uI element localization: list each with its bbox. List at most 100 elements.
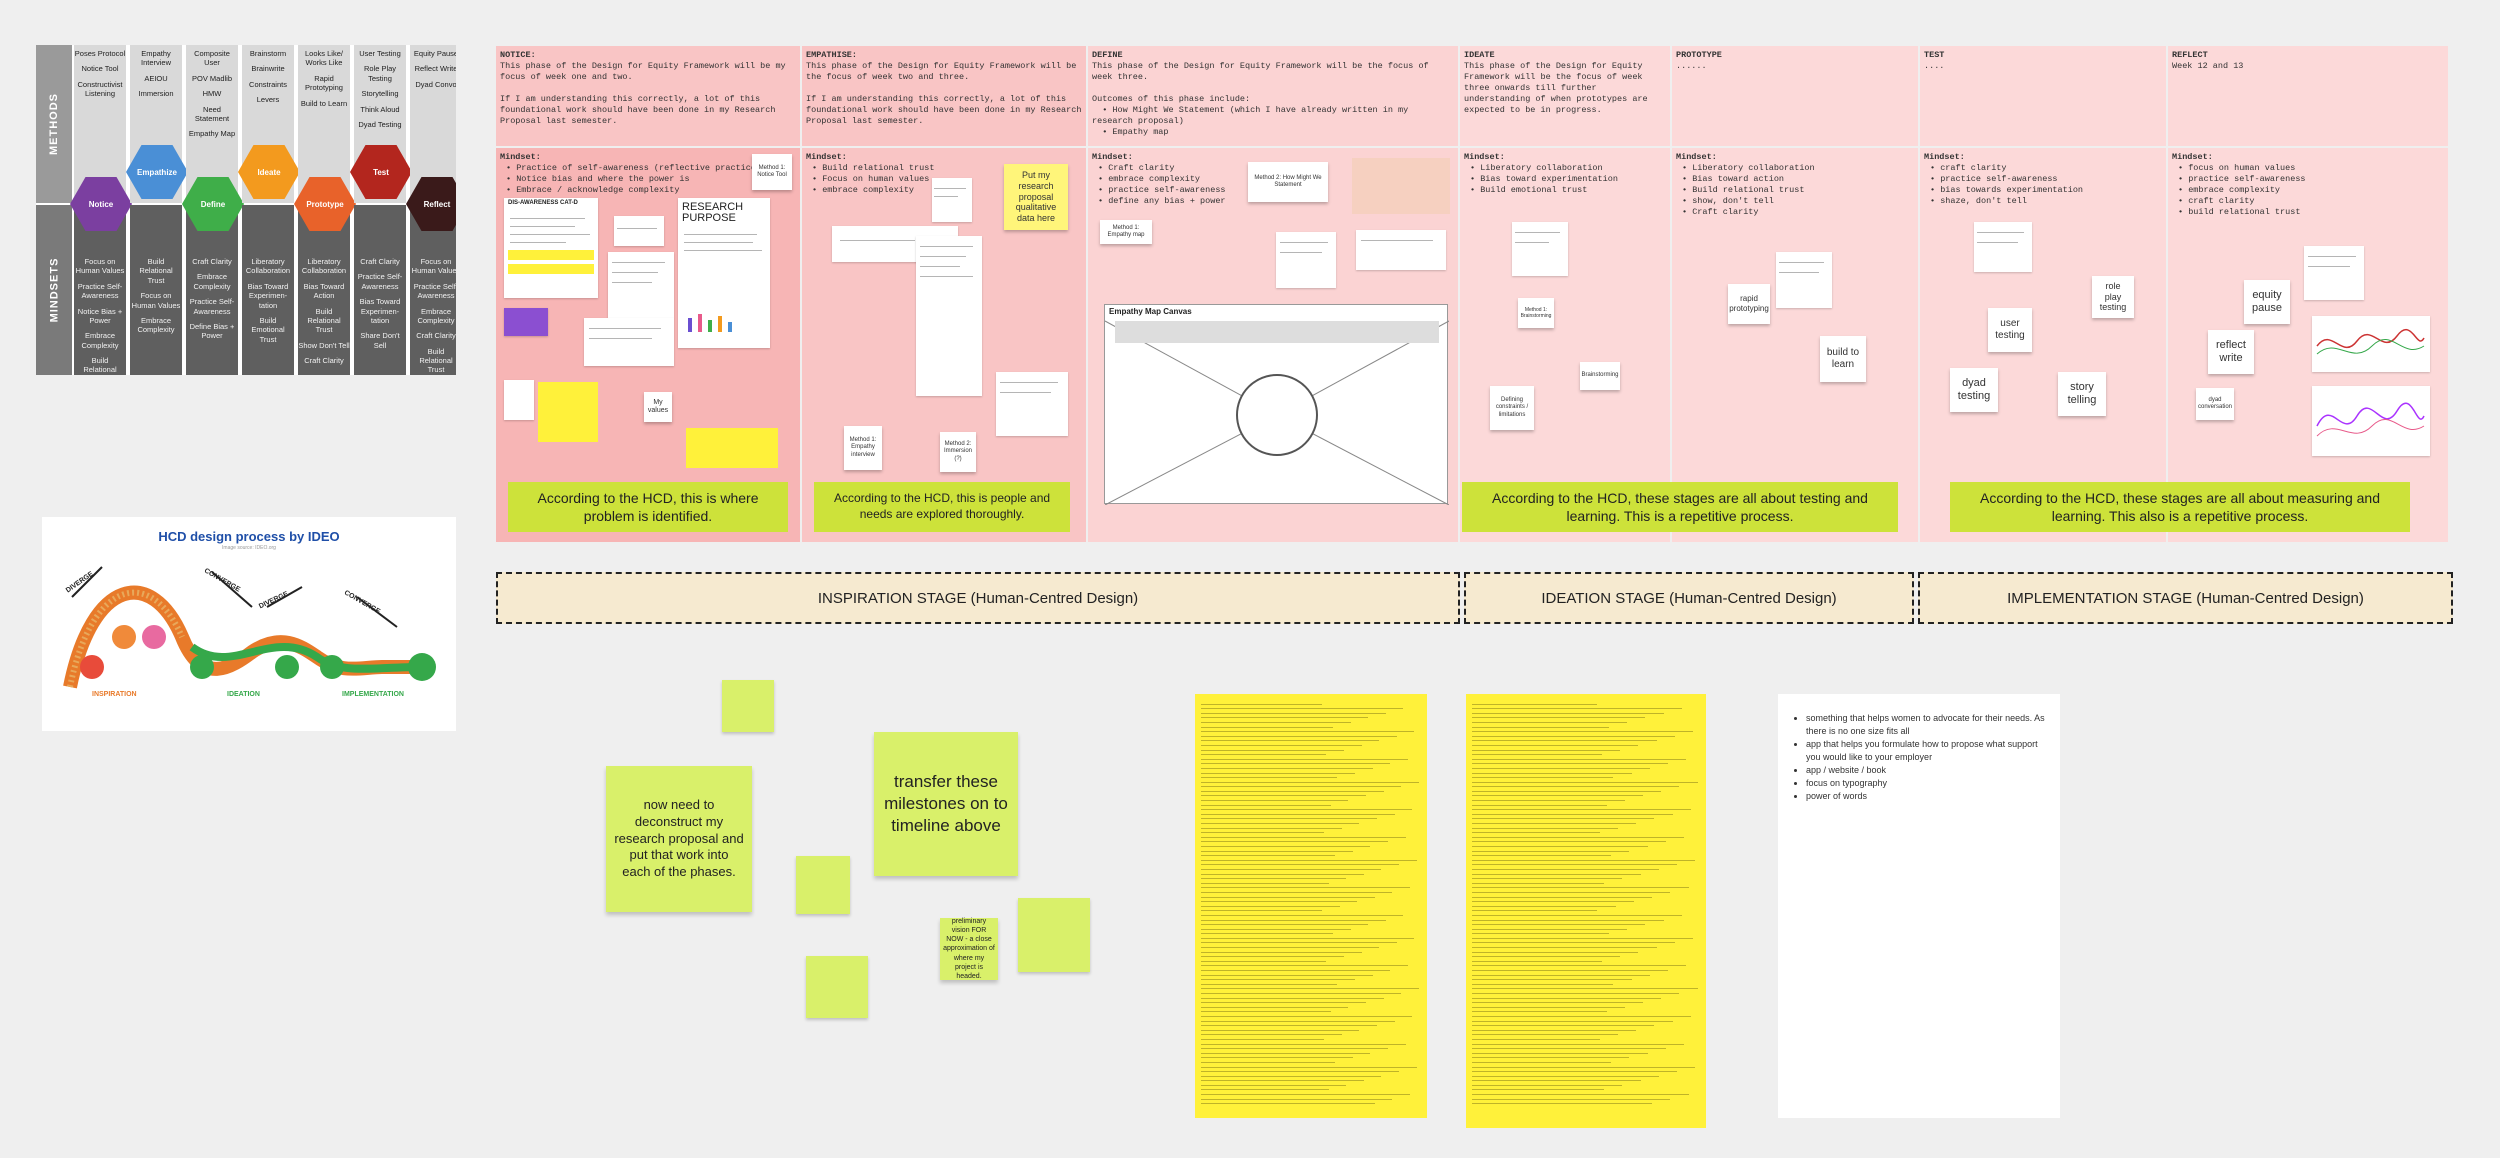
method-item: Brainwrite (251, 64, 285, 74)
sticky-rapid-prototyping[interactable]: rapid prototyping (1728, 284, 1770, 324)
sticky-dyad-conversation[interactable]: dyad conversation (2196, 388, 2234, 420)
sticky-my-values[interactable]: My values (644, 392, 672, 422)
ideo-hcd-image[interactable]: HCD design process by IDEO Image source:… (42, 517, 456, 731)
sticky-now-need[interactable]: now need to deconstruct my research prop… (606, 766, 752, 912)
note-ideate-prototype-hcd[interactable]: According to the HCD, these stages are a… (1462, 482, 1898, 532)
sticky-defining-constraints[interactable]: Defining constraints / limitations (1490, 386, 1534, 430)
sticky-method1-empathy-map[interactable]: Method 1: Empathy map (1100, 220, 1152, 244)
doc-transparency[interactable] (614, 216, 664, 246)
stage-ideation[interactable]: IDEATION STAGE (Human-Centred Design) (1464, 572, 1914, 624)
sticky-user-testing[interactable]: user testing (1988, 308, 2032, 352)
sticky-story-telling[interactable]: story telling (2058, 372, 2106, 416)
column-ideate: IDEATE This phase of the Design for Equi… (1460, 46, 1670, 542)
sticky-small-green-3[interactable] (806, 956, 868, 1018)
sticky-brainstorming[interactable]: Brainstorming (1580, 362, 1620, 390)
sticky-build-to-learn[interactable]: build to learn (1820, 336, 1866, 382)
doc-reflect-1[interactable] (2304, 246, 2364, 300)
doc-reflect-scribble-2[interactable] (2312, 386, 2430, 456)
sticky-small-green-2[interactable] (796, 856, 850, 914)
doc-vision-notes[interactable]: something that helps women to advocate f… (1778, 694, 2060, 1118)
mindset-item: Define Bias + Power (189, 321, 235, 341)
sticky-dyad-testing[interactable]: dyad testing (1950, 368, 1998, 412)
mindset-item: Build Relational Trust (419, 346, 453, 375)
sticky-preliminary[interactable]: preliminary vision FOR NOW - a close app… (940, 918, 998, 980)
doc-reflect-scribble-1[interactable] (2312, 316, 2430, 372)
doc-ideate-1[interactable] (1512, 222, 1568, 276)
sticky-put-research[interactable]: Put my research proposal qualitative dat… (1004, 164, 1068, 230)
doc-yellow-1[interactable] (538, 382, 598, 442)
sticky-method1-empathy[interactable]: Method 1: Empathy interview (844, 426, 882, 470)
method-item: Reflect Write (414, 64, 456, 74)
notice-mindset-list: Practice of self-awareness (reflective p… (500, 163, 796, 196)
method-item: Dyad Convo (415, 79, 456, 89)
mindset-item: Focus on Human Values (131, 291, 181, 310)
method-item: HMW (202, 89, 222, 99)
mindset-item: Show Don't Tell (298, 340, 350, 350)
mindset-item: Focus on Human Values (75, 257, 125, 276)
mindset-item: Craft Clarity (192, 257, 232, 266)
doc-awareness[interactable]: DIS-AWARENESS CAT-D (504, 198, 598, 298)
mindset-item: Liberatory Collaboration (301, 257, 347, 276)
sticky-small-green-4[interactable] (1018, 898, 1090, 972)
method-item: User Testing (359, 49, 401, 58)
ideate-title: IDEATE (1464, 50, 1495, 60)
sticky-reflect-write[interactable]: reflect write (2208, 330, 2254, 374)
mindset-item: Build Relational Trust (139, 257, 173, 285)
doc-empathise-1[interactable] (932, 178, 972, 222)
phase-hex-notice: Notice (70, 177, 132, 231)
notice-mindset-title: Mindset: (500, 152, 541, 162)
sticky-role-play-testing[interactable]: role play testing (2092, 276, 2134, 318)
phase-board: NOTICE: This phase of the Design for Equ… (496, 46, 2448, 542)
doc-define-2[interactable] (1356, 230, 1446, 270)
sticky-small-green-1[interactable] (722, 680, 774, 732)
empathise-title: EMPATHISE: (806, 50, 858, 60)
doc-empathise-3[interactable] (916, 236, 982, 396)
doc-test-1[interactable] (1974, 222, 2032, 272)
empathy-map-canvas[interactable]: Empathy Map Canvas (1104, 304, 1449, 505)
doc-research-purpose[interactable]: RESEARCH PURPOSE (678, 198, 770, 348)
mindset-item: Bias Toward Action (303, 281, 345, 301)
doc-small[interactable] (504, 380, 534, 420)
method-item: Notice Tool (81, 64, 119, 74)
sticky-transfer[interactable]: transfer these milestones on to timeline… (874, 732, 1018, 876)
reflect-mindset-list: focus on human values practice self-awar… (2172, 163, 2444, 218)
doc-define-1[interactable] (1276, 232, 1336, 288)
method-item: Dyad Testing (358, 119, 402, 129)
sticky-method2-hmw[interactable]: Method 2: How Might We Statement (1248, 162, 1328, 202)
empathise-mindset-title: Mindset: (806, 152, 847, 162)
mindset-item: Bias Toward Experimen-tation (359, 297, 401, 325)
doc-ideas-list-2[interactable] (1466, 694, 1706, 1128)
note-test-reflect-hcd[interactable]: According to the HCD, these stages are a… (1950, 482, 2410, 532)
mindset-item: Build Relational Trust (307, 306, 341, 335)
sticky-equity-pause[interactable]: equity pause (2244, 280, 2290, 324)
method-item: Think Aloud (360, 104, 400, 114)
ideo-diagram (63, 566, 436, 689)
doc-empathise-4[interactable] (996, 372, 1068, 436)
doc-prototype-1[interactable] (1776, 252, 1832, 308)
vision-bullets: something that helps women to advocate f… (1792, 712, 2046, 803)
doc-notes-2[interactable] (584, 318, 674, 366)
doc-notes-1[interactable] (608, 252, 674, 318)
doc-ideas-list-1[interactable] (1195, 694, 1427, 1118)
note-notice-hcd[interactable]: According to the HCD, this is where prob… (508, 482, 788, 532)
sticky-method2-immersion[interactable]: Method 2: Immersion (?) (940, 432, 976, 472)
sticky-method1-notice[interactable]: Method 1: Notice Tool (752, 154, 792, 190)
ideo-stage-inspiration: INSPIRATION (92, 691, 137, 698)
test-title: TEST (1924, 50, 1945, 60)
mindset-item: Practice Self-Awareness (189, 297, 235, 316)
sticky-method1-brainstorming[interactable]: Method 1: Brainstorming (1518, 298, 1554, 328)
mindset-item: Notice Bias + Power (77, 306, 123, 325)
doc-purple-card[interactable] (504, 308, 548, 336)
method-item: Rapid Prototyping (305, 73, 343, 93)
note-empathise-hcd[interactable]: According to the HCD, this is people and… (814, 482, 1070, 532)
method-item: Brainstorm (249, 49, 287, 58)
stage-implementation[interactable]: IMPLEMENTATION STAGE (Human-Centred Desi… (1918, 572, 2453, 624)
stage-inspiration[interactable]: INSPIRATION STAGE (Human-Centred Design) (496, 572, 1460, 624)
doc-yellow-2[interactable] (686, 428, 778, 468)
define-mindset-title: Mindset: (1092, 152, 1133, 162)
mindset-item: Practice Self-Awareness (77, 281, 123, 301)
